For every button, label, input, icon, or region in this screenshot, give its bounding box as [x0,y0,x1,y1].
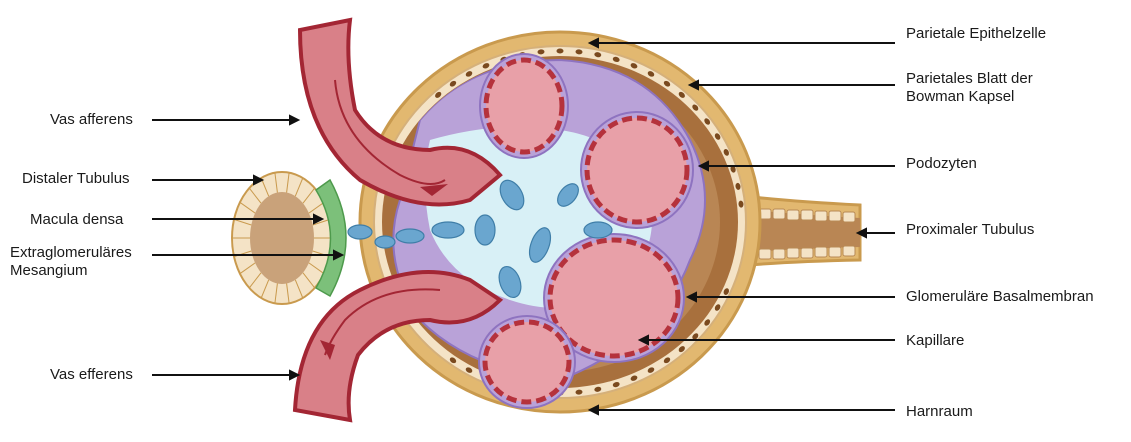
mesangial-cell [432,222,464,238]
label-vas-efferens: Vas efferens [50,366,133,384]
mesangial-cell [375,236,395,248]
label-parietale-epithelzelle: Parietale Epithelzelle [906,25,1046,43]
arrow-head [290,116,298,124]
label-parietales-blatt-line1: Parietales Blatt der [906,70,1106,88]
label-parietales-blatt-line2: Bowman Kapsel [906,88,1106,106]
label-distaler-tubulus: Distaler Tubulus [22,170,130,188]
label-proximaler-tubulus: Proximaler Tubulus [906,221,1034,239]
capillary-loop [581,112,693,228]
label-podozyten: Podozyten [906,155,977,173]
parietal-cell-nucleus [557,49,564,54]
mesangial-cell [348,225,372,239]
label-parietales-blatt: Parietales Blatt der Bowman Kapsel [906,70,1106,106]
label-kapillare: Kapillare [906,332,964,350]
label-extraglomerulaeres-line1: Extraglomeruläres [10,244,150,262]
distal-tubulus [232,172,346,304]
mesangial-cell [475,215,495,245]
capillary-loop [480,54,568,158]
arrow-head [290,371,298,379]
capillary-loop [479,316,575,408]
label-vas-afferens: Vas afferens [50,111,133,129]
mesangial-cell [396,229,424,243]
label-macula-densa: Macula densa [30,211,123,229]
label-extraglomerulaeres-line2: Mesangium [10,262,150,280]
mesangial-cell [584,222,612,238]
label-harnraum: Harnraum [906,403,973,421]
label-extraglomerulaeres-mesangium: Extraglomeruläres Mesangium [10,244,150,280]
label-glomerulaere-basalmembran: Glomeruläre Basalmembran [906,288,1094,306]
